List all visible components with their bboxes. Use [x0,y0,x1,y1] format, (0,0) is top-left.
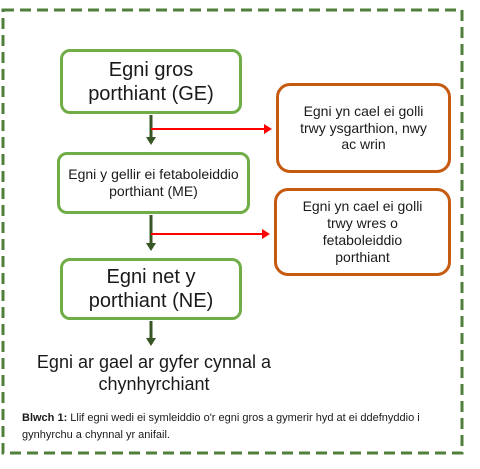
energy-loss-excreta-box: Egni yn cael ei golli trwy ysgarthion, n… [276,83,451,173]
metabolizable-energy-box: Egni y gellir ei fetaboleiddio porthiant… [57,152,250,214]
energy-loss-excreta-label: Egni yn cael ei golli trwy ysgarthion, n… [300,102,427,153]
net-energy-label: Egni net y porthiant (NE) [88,266,214,312]
caption-text: Llif egni wedi ei symleiddio o'r egni gr… [22,412,420,441]
gross-energy-box: Egni gros porthiant (GE) [60,49,242,114]
gross-energy-label: Egni gros porthiant (GE) [88,58,214,105]
energy-loss-heat-label: Egni yn cael ei golli trwy wres o fetabo… [302,198,423,265]
available-energy-text: Egni ar gael ar gyfer cynnal a chynhyrch… [36,352,272,394]
metabolizable-energy-label: Egni y gellir ei fetaboleiddio porthiant… [68,166,239,199]
figure-caption: Blwch 1: Llif egni wedi ei symleiddio o'… [22,410,462,443]
caption-label: Blwch 1: [22,412,68,424]
net-energy-box: Egni net y porthiant (NE) [60,258,242,320]
energy-loss-heat-box: Egni yn cael ei golli trwy wres o fetabo… [274,188,451,276]
dashed-frame [1,8,464,455]
